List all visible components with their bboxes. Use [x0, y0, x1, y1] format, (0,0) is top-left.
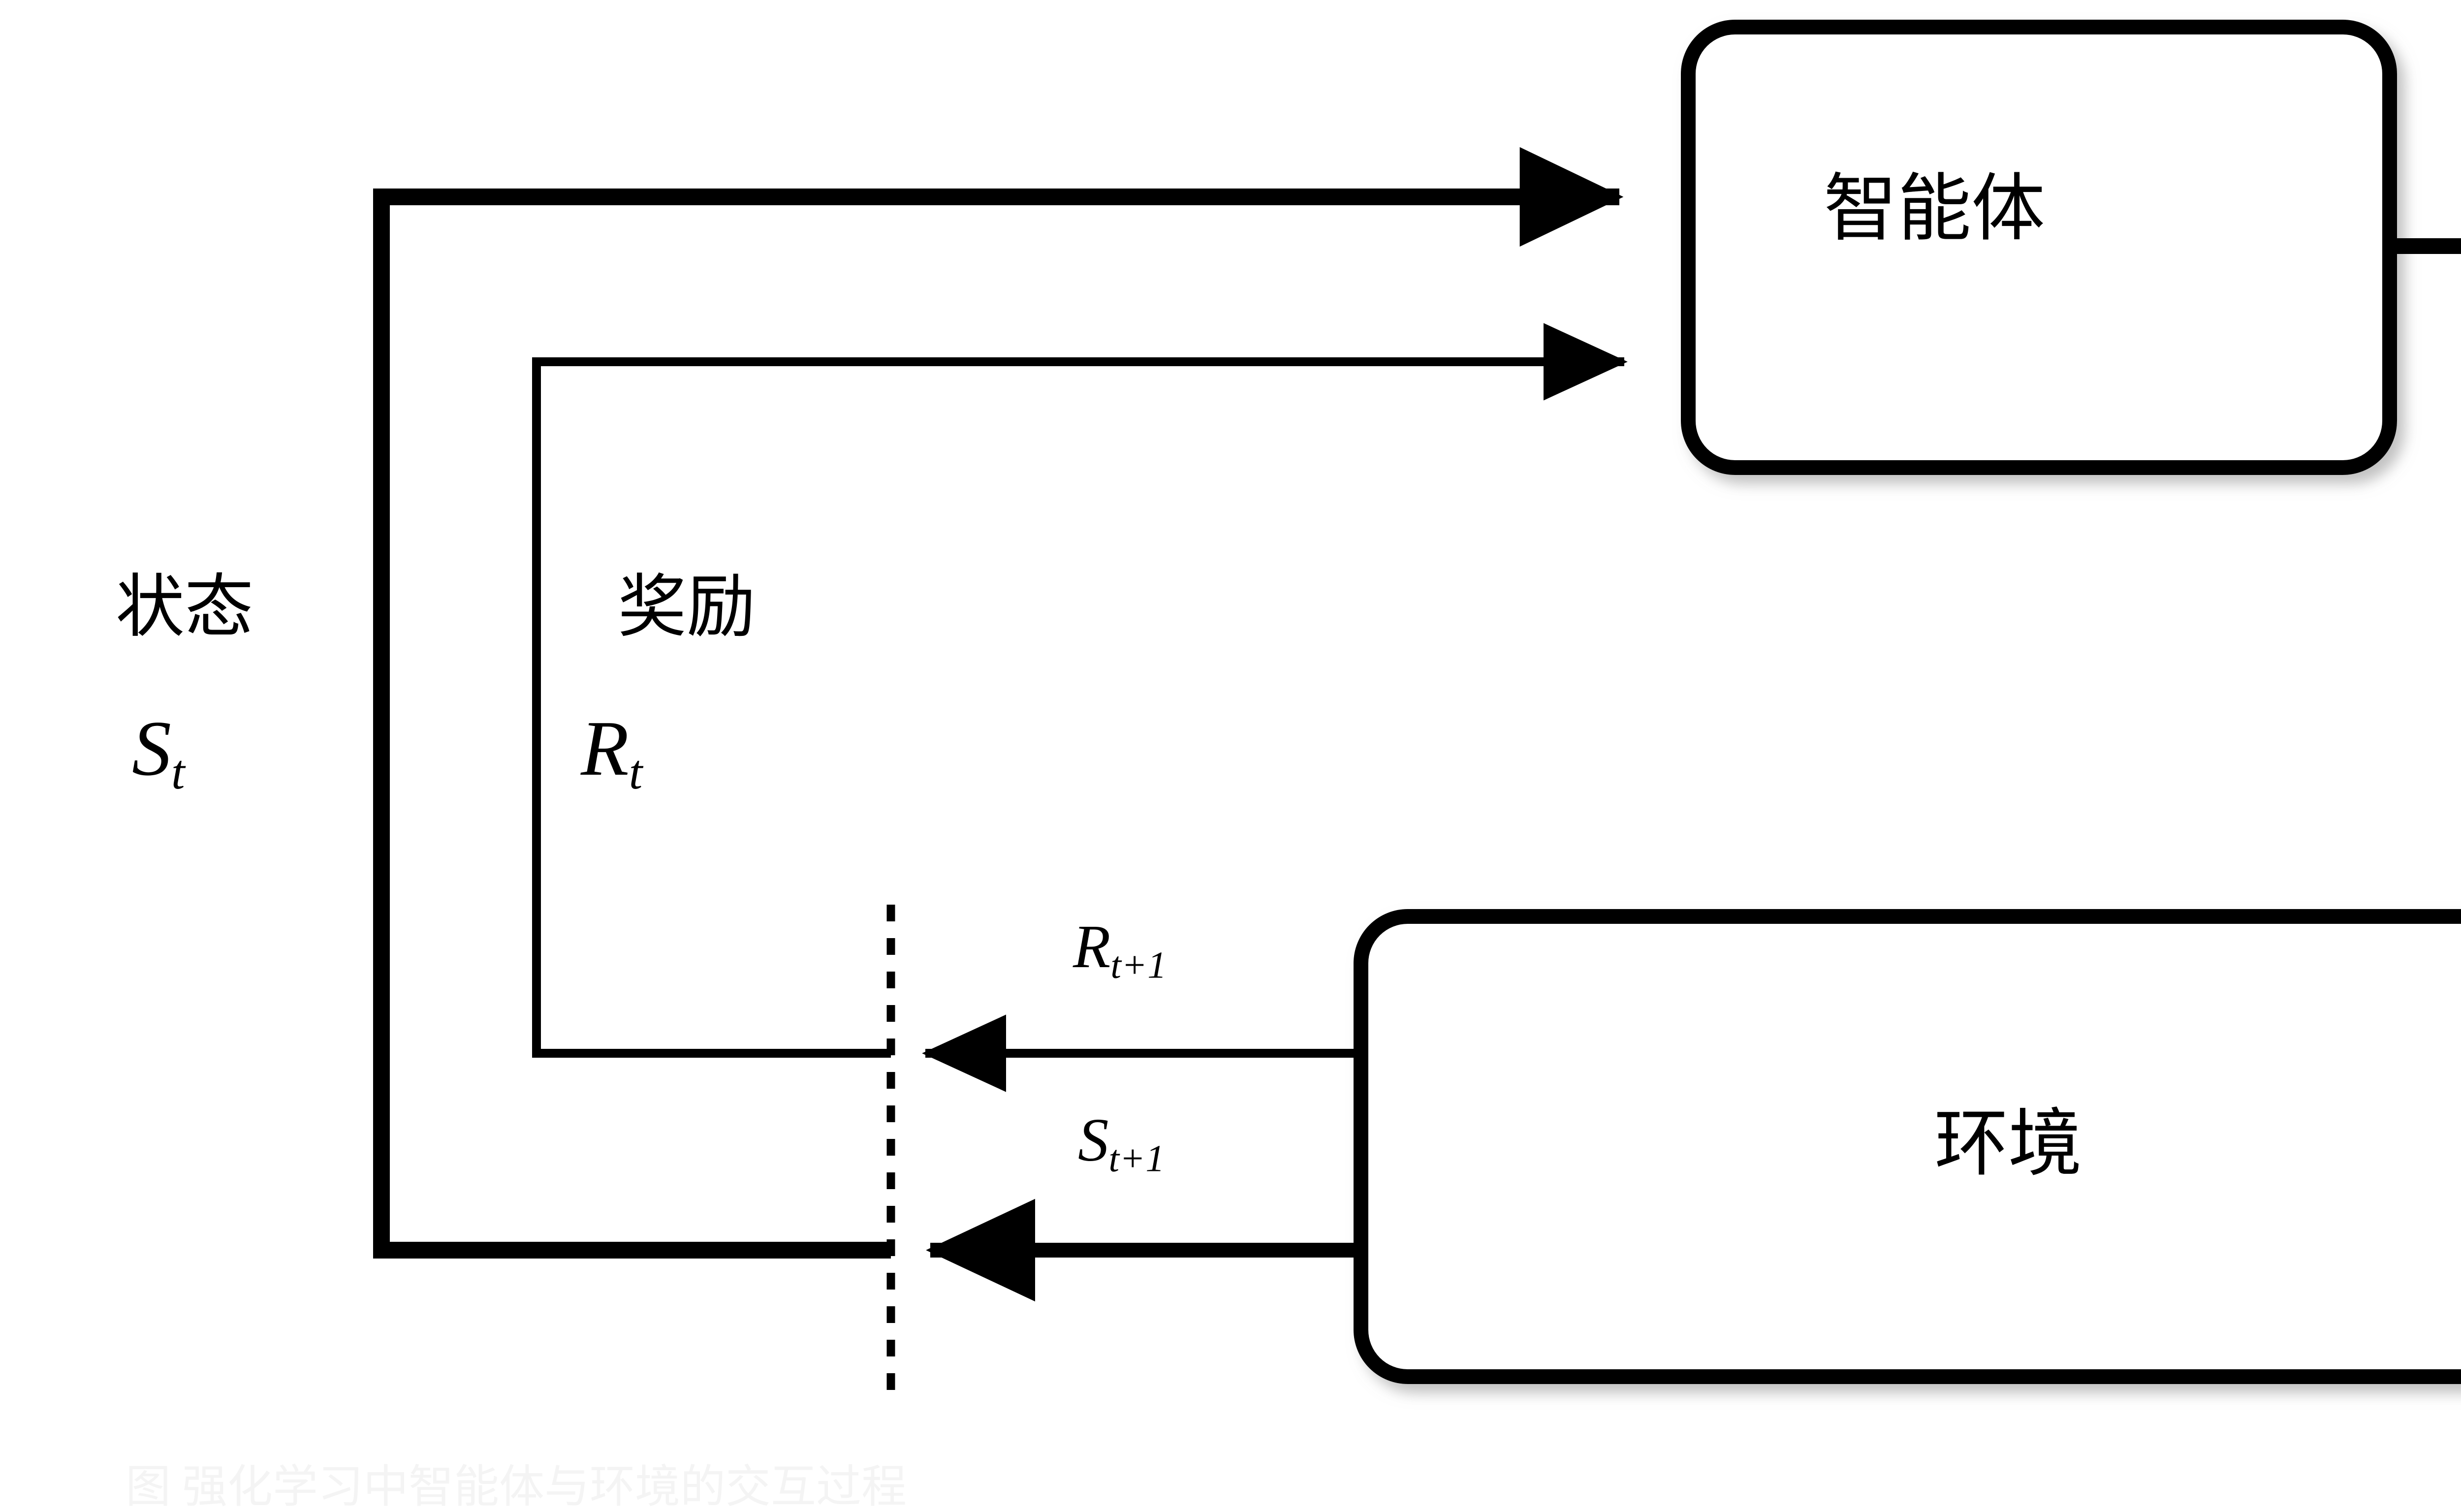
- reward-next-edge-label: Rt+1: [1073, 916, 1167, 984]
- state-label-word: 状态: [116, 569, 254, 646]
- state-symbol-letter: S: [132, 704, 171, 792]
- reward-symbol-letter: R: [581, 704, 629, 792]
- environment-box-shape: [1354, 909, 2461, 1384]
- reward-arrow-path: [532, 323, 1628, 1058]
- reward-next-letter: R: [1073, 913, 1111, 981]
- state-arrow-path: [373, 147, 1624, 1259]
- figure-caption: 图 强化学习中智能体与环境的交互过程: [126, 1462, 907, 1512]
- state-label-symbol: St: [132, 709, 185, 797]
- reward-label-symbol: Rt: [581, 709, 643, 797]
- reward-label-word: 奖励: [618, 569, 756, 646]
- edge-reward-to-agent: [532, 323, 1628, 1058]
- state-symbol-subscript: t: [171, 745, 186, 799]
- state-next-letter: S: [1078, 1106, 1109, 1174]
- node-environment[interactable]: [1354, 909, 2461, 1384]
- state-next-edge-label: St+1: [1078, 1110, 1165, 1178]
- reward-symbol-subscript: t: [629, 745, 643, 799]
- environment-box-label: 环境: [1934, 1103, 2082, 1185]
- edge-state-to-agent: [373, 147, 1624, 1259]
- agent-box-label: 智能体: [1823, 168, 2046, 250]
- state-next-subscript: t+1: [1108, 1137, 1165, 1180]
- reward-next-subscript: t+1: [1110, 944, 1167, 986]
